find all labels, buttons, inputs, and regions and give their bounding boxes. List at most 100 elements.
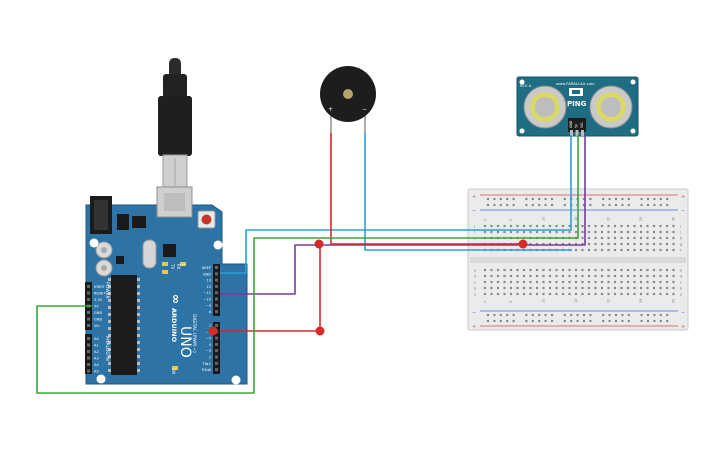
breadboard-hole[interactable] <box>581 230 584 234</box>
breadboard-hole[interactable] <box>493 313 496 317</box>
breadboard-hole[interactable] <box>626 236 630 240</box>
breadboard-hole[interactable] <box>542 280 545 284</box>
breadboard-hole[interactable] <box>633 286 636 290</box>
breadboard-hole[interactable] <box>563 203 566 207</box>
breadboard-hole[interactable] <box>535 286 539 290</box>
breadboard-hole[interactable] <box>582 203 586 207</box>
breadboard-hole[interactable] <box>607 292 610 296</box>
breadboard-hole[interactable] <box>621 319 624 323</box>
breadboard-hole[interactable] <box>659 230 662 234</box>
header-pin[interactable] <box>215 361 218 365</box>
breadboard-hole[interactable] <box>535 230 539 234</box>
breadboard-hole[interactable] <box>672 268 675 272</box>
breadboard-hole[interactable] <box>503 280 506 284</box>
breadboard-hole[interactable] <box>633 248 636 252</box>
breadboard-hole[interactable] <box>652 286 656 290</box>
breadboard-hole[interactable] <box>531 319 534 323</box>
breadboard-hole[interactable] <box>544 313 547 317</box>
breadboard-hole[interactable] <box>639 274 643 278</box>
header-pin[interactable] <box>215 284 218 288</box>
breadboard-hole[interactable] <box>672 292 675 296</box>
breadboard-hole[interactable] <box>516 268 519 272</box>
breadboard-hole[interactable] <box>509 274 513 278</box>
breadboard-hole[interactable] <box>587 224 591 228</box>
header-pin[interactable] <box>87 317 90 321</box>
breadboard-hole[interactable] <box>493 203 496 207</box>
breadboard-hole[interactable] <box>594 274 597 278</box>
breadboard-hole[interactable] <box>646 248 649 252</box>
breadboard-hole[interactable] <box>499 203 502 207</box>
breadboard-hole[interactable] <box>613 292 617 296</box>
breadboard-hole[interactable] <box>506 197 509 201</box>
header-pin[interactable] <box>87 285 90 288</box>
header-pin[interactable] <box>87 298 90 301</box>
breadboard-hole[interactable] <box>594 242 597 246</box>
breadboard-hole[interactable] <box>538 319 541 323</box>
header-pin[interactable] <box>215 297 218 301</box>
breadboard-hole[interactable] <box>499 197 502 201</box>
breadboard-hole[interactable] <box>548 286 552 290</box>
header-pin[interactable] <box>215 266 218 269</box>
breadboard-hole[interactable] <box>620 236 623 240</box>
digital-header-bottom[interactable] <box>213 322 220 374</box>
breadboard-hole[interactable] <box>587 230 591 234</box>
breadboard-hole[interactable] <box>633 268 636 272</box>
breadboard-hole[interactable] <box>594 236 597 240</box>
breadboard-hole[interactable] <box>529 230 532 234</box>
breadboard-hole[interactable] <box>563 197 566 201</box>
breadboard-hole[interactable] <box>483 224 487 228</box>
breadboard-hole[interactable] <box>639 268 643 272</box>
breadboard-hole[interactable] <box>613 224 617 228</box>
breadboard-hole[interactable] <box>633 292 636 296</box>
breadboard-hole[interactable] <box>587 248 591 252</box>
breadboard-hole[interactable] <box>621 203 624 207</box>
breadboard-hole[interactable] <box>538 313 541 317</box>
breadboard-hole[interactable] <box>516 286 519 290</box>
breadboard-hole[interactable] <box>633 224 636 228</box>
breadboard-hole[interactable] <box>646 203 650 207</box>
breadboard-hole[interactable] <box>608 313 611 317</box>
breadboard-hole[interactable] <box>652 224 656 228</box>
breadboard-hole[interactable] <box>587 292 591 296</box>
breadboard-hole[interactable] <box>627 319 630 323</box>
breadboard-hole[interactable] <box>568 224 571 228</box>
header-pin[interactable] <box>87 324 90 327</box>
breadboard-hole[interactable] <box>640 313 643 317</box>
breadboard-hole[interactable] <box>626 242 630 246</box>
breadboard-hole[interactable] <box>529 224 532 228</box>
breadboard-hole[interactable] <box>614 313 618 317</box>
breadboard-hole[interactable] <box>490 274 493 278</box>
breadboard-hole[interactable] <box>486 313 490 317</box>
breadboard-hole[interactable] <box>587 286 591 290</box>
header-pin[interactable] <box>87 369 90 373</box>
breadboard-hole[interactable] <box>509 280 513 284</box>
breadboard-hole[interactable] <box>652 230 656 234</box>
breadboard-hole[interactable] <box>574 268 578 272</box>
breadboard-hole[interactable] <box>602 313 605 317</box>
breadboard-hole[interactable] <box>490 286 493 290</box>
breadboard-hole[interactable] <box>594 268 597 272</box>
breadboard-hole[interactable] <box>512 203 515 207</box>
breadboard-hole[interactable] <box>542 286 545 290</box>
breadboard-hole[interactable] <box>493 319 496 323</box>
header-pin[interactable] <box>87 311 90 314</box>
breadboard-hole[interactable] <box>542 242 545 246</box>
breadboard-hole[interactable] <box>574 242 578 246</box>
breadboard-hole[interactable] <box>600 268 604 272</box>
breadboard-hole[interactable] <box>600 236 604 240</box>
breadboard-hole[interactable] <box>561 292 565 296</box>
breadboard-hole[interactable] <box>627 313 630 317</box>
breadboard-hole[interactable] <box>516 274 519 278</box>
header-pin[interactable] <box>215 310 218 314</box>
breadboard-hole[interactable] <box>550 319 554 323</box>
breadboard-hole[interactable] <box>665 236 669 240</box>
breadboard-hole[interactable] <box>496 230 500 234</box>
breadboard-hole[interactable] <box>659 313 662 317</box>
breadboard-hole[interactable] <box>666 319 669 323</box>
breadboard-hole[interactable] <box>525 203 528 207</box>
breadboard-hole[interactable] <box>646 230 649 234</box>
breadboard-hole[interactable] <box>509 224 513 228</box>
breadboard-hole[interactable] <box>613 286 617 290</box>
breadboard-hole[interactable] <box>535 268 539 272</box>
breadboard-hole[interactable] <box>581 224 584 228</box>
